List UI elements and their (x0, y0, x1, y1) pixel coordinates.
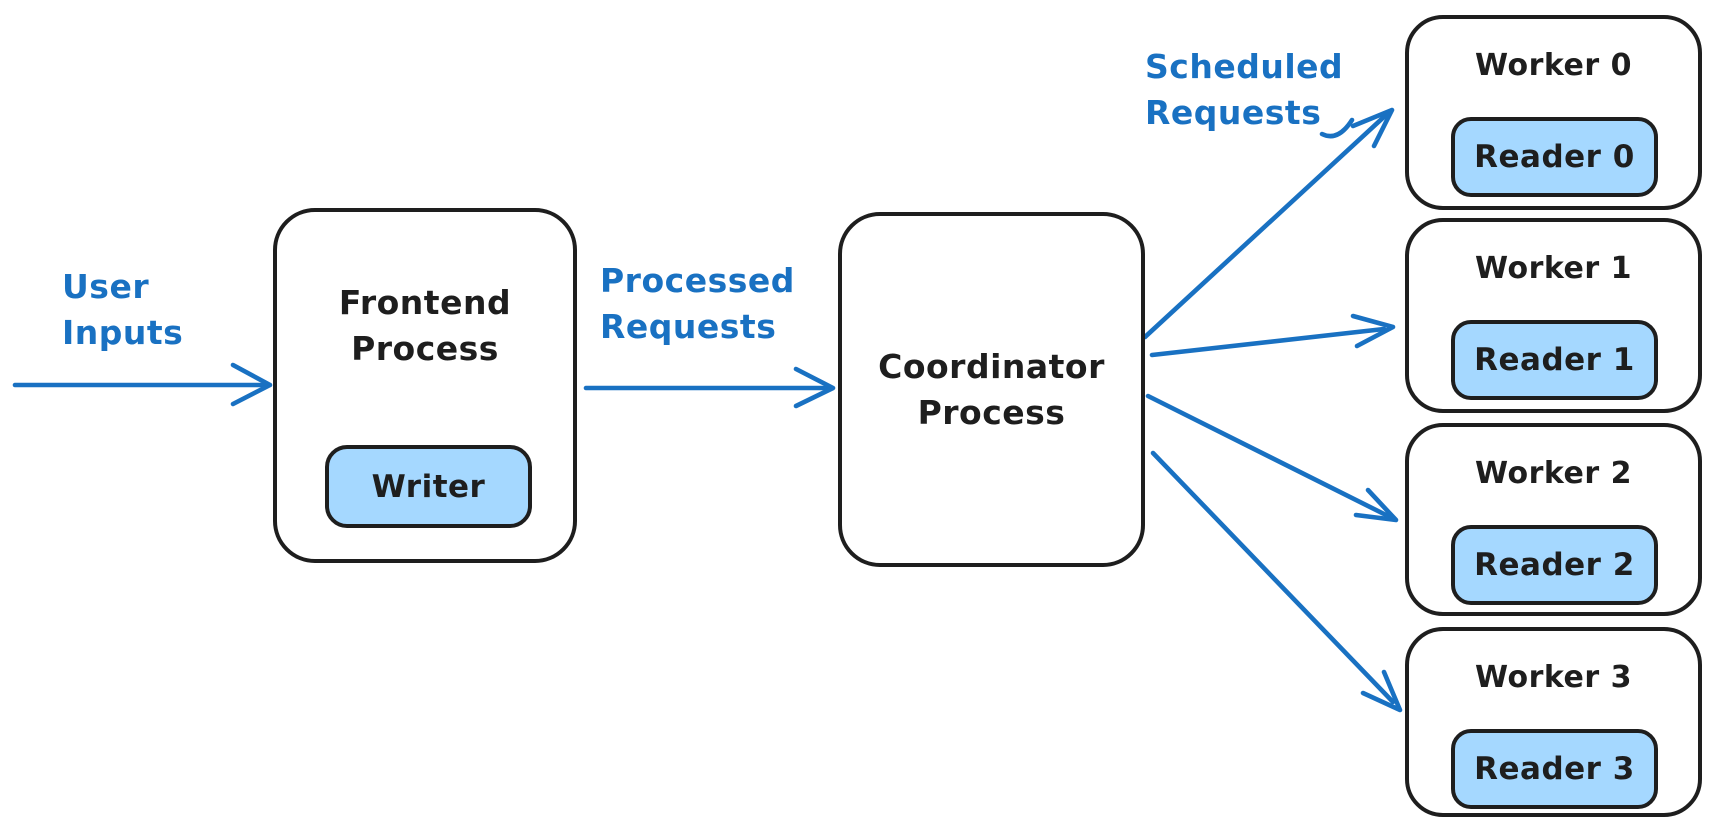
scheduled-request-arrow-1 (1149, 313, 1396, 358)
worker-1-node: Worker 1 Reader 1 (1405, 218, 1702, 413)
processed-requests-label: Processed Requests (600, 258, 795, 350)
frontend-process-title-line2: Process (351, 328, 499, 368)
processed-requests-label-line1: Processed (600, 261, 795, 300)
worker-0-title: Worker 0 (1474, 48, 1633, 83)
coordinator-process-title-line1: Coordinator (878, 346, 1105, 386)
writer-node: Writer (325, 445, 532, 528)
worker-1-title: Worker 1 (1474, 251, 1633, 286)
reader-3-label: Reader 3 (1474, 751, 1635, 787)
worker-3-title: Worker 3 (1474, 660, 1633, 695)
frontend-process-title-line1: Frontend (338, 283, 512, 322)
reader-1-label: Reader 1 (1474, 342, 1635, 378)
processed-requests-label-line2: Requests (600, 307, 777, 347)
scheduled-requests-label-line1: Scheduled (1145, 47, 1344, 86)
scheduled-requests-label: Scheduled Requests (1145, 44, 1343, 136)
reader-2-label: Reader 2 (1474, 547, 1635, 583)
user-inputs-arrow (12, 362, 273, 407)
reader-2-node: Reader 2 (1451, 525, 1658, 605)
worker-2-node: Worker 2 Reader 2 (1405, 423, 1702, 616)
coordinator-process-node: Coordinator Process (838, 212, 1145, 567)
frontend-process-node: Frontend Process Writer (273, 208, 577, 563)
coordinator-process-title-line2: Process (917, 392, 1066, 432)
coordinator-process-title: Coordinator Process (878, 344, 1105, 435)
worker-0-node: Worker 0 Reader 0 (1405, 15, 1702, 210)
user-inputs-label: User Inputs (62, 264, 183, 356)
reader-3-node: Reader 3 (1451, 729, 1658, 809)
scheduled-requests-label-line2: Requests (1145, 93, 1322, 133)
scheduled-request-arrow-0 (1142, 107, 1395, 340)
processed-requests-arrow (583, 366, 836, 409)
scheduled-request-arrow-2 (1145, 393, 1399, 523)
scheduled-request-arrow-3 (1150, 450, 1403, 713)
reader-0-label: Reader 0 (1474, 139, 1635, 175)
reader-1-node: Reader 1 (1451, 320, 1658, 400)
user-inputs-label-line2: Inputs (62, 313, 184, 353)
writer-label: Writer (371, 468, 486, 505)
scheduled-requests-connector (1319, 117, 1355, 139)
frontend-process-title: Frontend Process (277, 212, 573, 371)
reader-0-node: Reader 0 (1451, 117, 1658, 197)
user-inputs-label-line1: User (62, 267, 150, 306)
worker-3-node: Worker 3 Reader 3 (1405, 627, 1702, 817)
worker-2-title: Worker 2 (1474, 456, 1633, 491)
